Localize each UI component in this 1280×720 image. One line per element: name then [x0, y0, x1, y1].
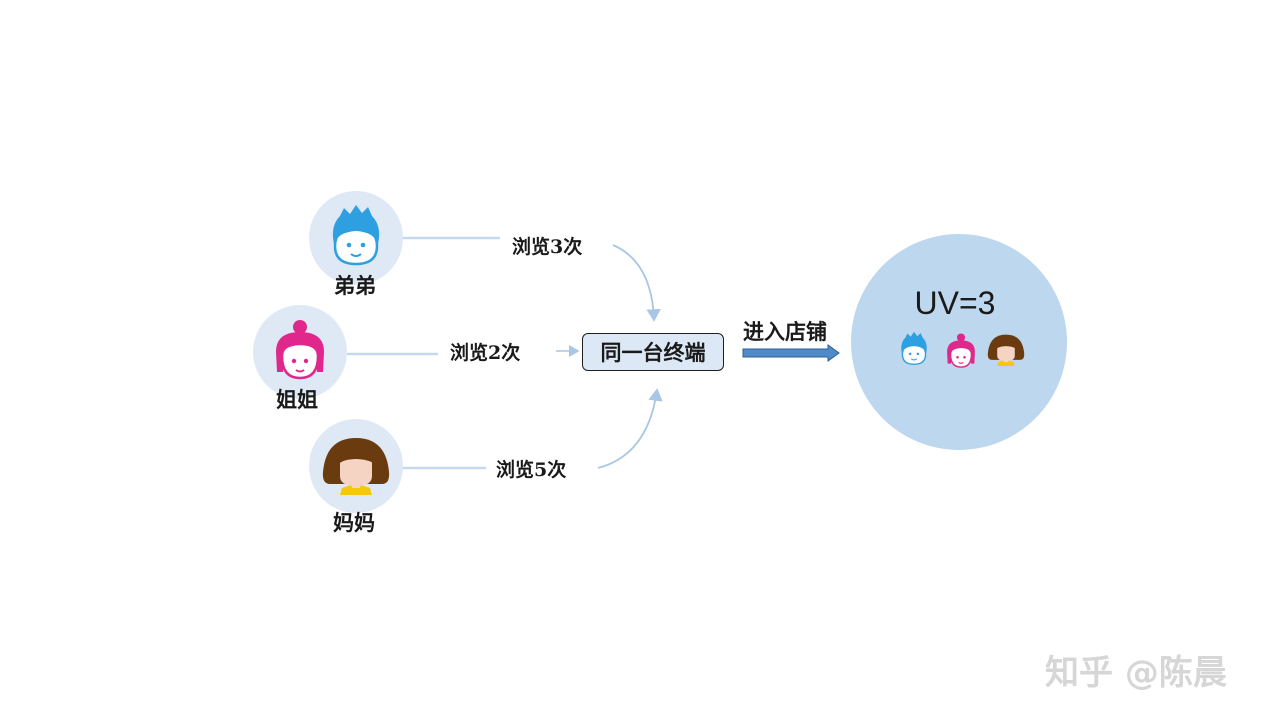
result-boy-icon — [901, 331, 927, 365]
curve-arrow-bottom — [597, 388, 663, 469]
result-mother-icon — [987, 334, 1025, 366]
person-name-mama: 妈妈 — [333, 510, 375, 535]
view-count-didi: 浏览3次 — [512, 236, 583, 258]
uv-result-label: UV=3 — [914, 285, 996, 321]
view-count-mama: 浏览5次 — [496, 459, 567, 481]
person-name-didi: 弟弟 — [334, 273, 376, 298]
watermark: 知乎 @陈晨 — [1045, 653, 1227, 693]
mother-face-icon — [322, 438, 390, 495]
result-girl-icon — [947, 333, 975, 368]
terminal-box: 同一台终端 — [582, 333, 724, 371]
girl-bun-face-icon — [276, 320, 324, 380]
view-count-jiejie: 浏览2次 — [450, 342, 521, 364]
enter-shop-arrow — [742, 344, 840, 362]
boy-face-icon — [332, 205, 380, 266]
person-name-jiejie: 姐姐 — [276, 387, 318, 412]
terminal-label: 同一台终端 — [600, 340, 706, 365]
curve-arrow-top — [612, 244, 661, 322]
enter-shop-label: 进入店铺 — [743, 319, 827, 344]
